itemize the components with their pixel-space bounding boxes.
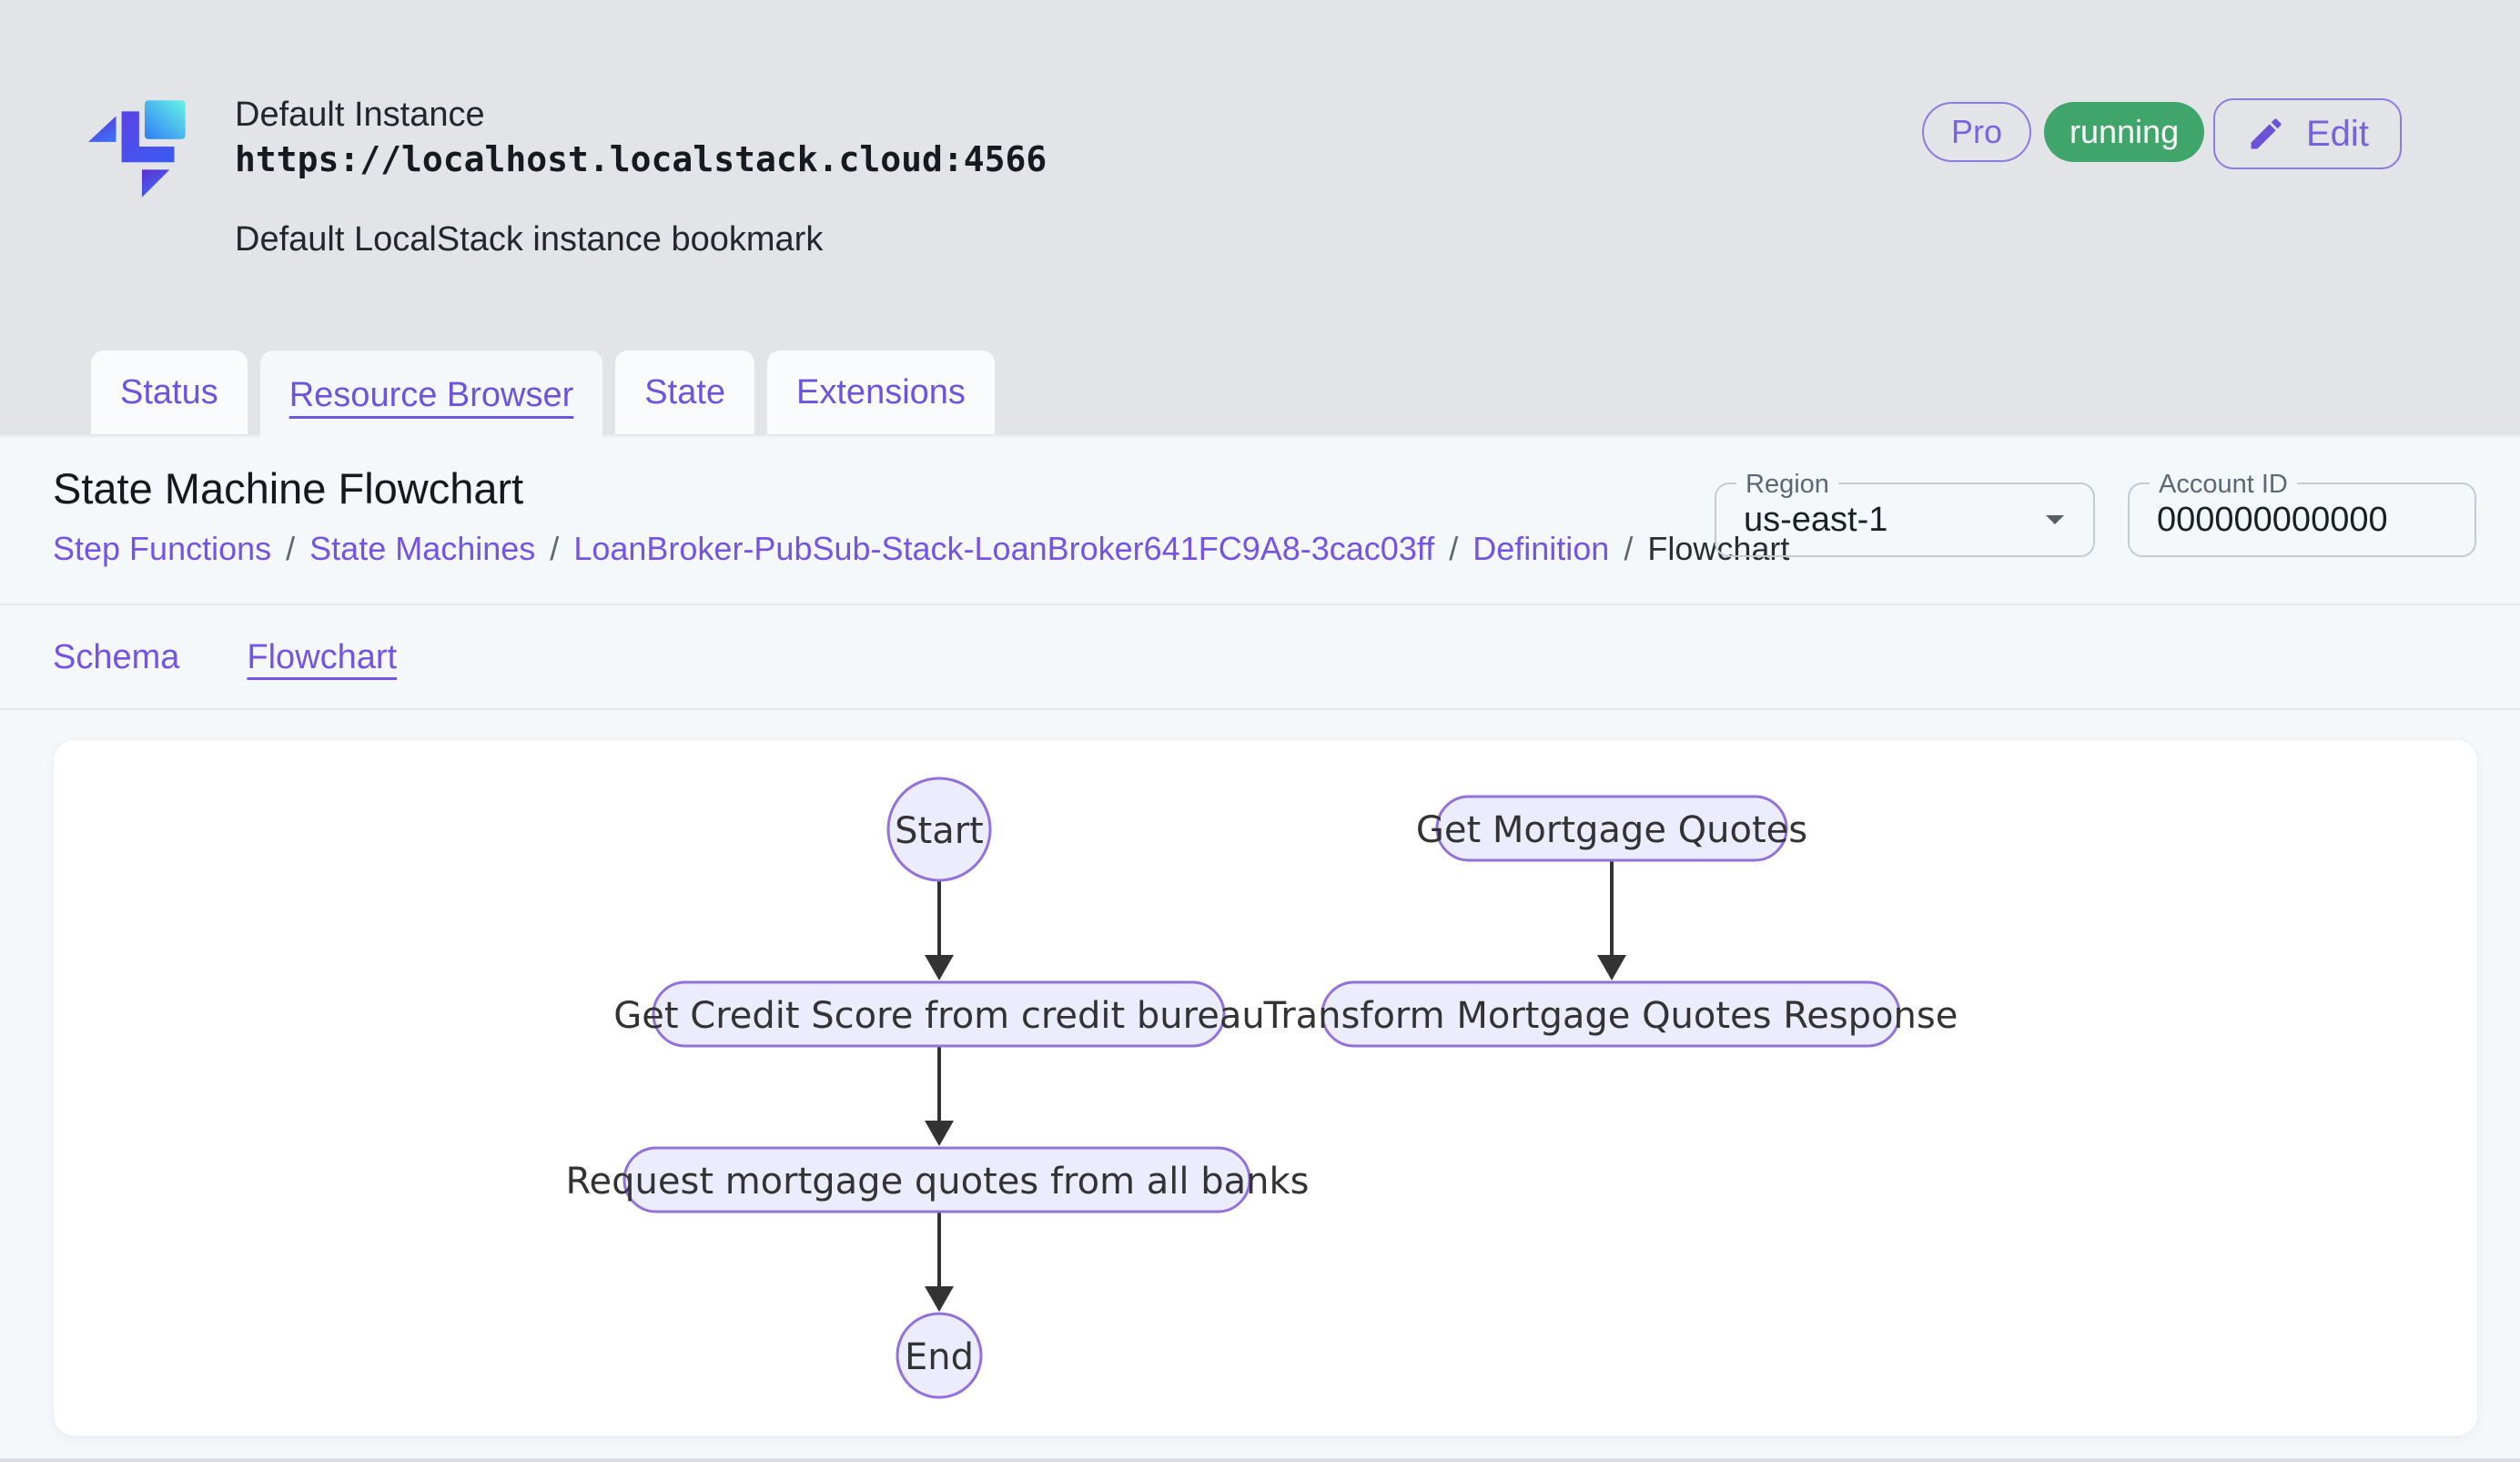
dropdown-arrow-icon bbox=[2046, 515, 2064, 524]
flow-label-end: End bbox=[905, 1336, 974, 1378]
tab-state[interactable]: State bbox=[615, 350, 755, 434]
flow-label-request-quotes: Request mortgage quotes from all banks bbox=[566, 1161, 1310, 1203]
region-select-value: us-east-1 bbox=[1744, 500, 1888, 539]
main-tabbar: Status Resource Browser State Extensions bbox=[91, 350, 995, 440]
edit-button[interactable]: Edit bbox=[2213, 98, 2402, 169]
tab-status[interactable]: Status bbox=[91, 350, 248, 434]
flow-node-get-mortgage-quotes bbox=[1435, 795, 1788, 862]
instance-title: Default Instance bbox=[235, 96, 485, 134]
tab-extensions[interactable]: Extensions bbox=[767, 350, 995, 434]
panel-header: State Machine Flowchart Step Functions /… bbox=[0, 434, 2520, 605]
breadcrumb-definition[interactable]: Definition bbox=[1473, 530, 1610, 567]
breadcrumb: Step Functions / State Machines / LoanBr… bbox=[53, 529, 1789, 569]
account-id-label: Account ID bbox=[2150, 469, 2297, 500]
state-machine-flowchart: Start Get Mortgage Quotes Get Credit Sco… bbox=[566, 777, 1958, 1399]
flow-label-start: Start bbox=[895, 810, 984, 852]
flow-node-transform-response bbox=[1321, 980, 1901, 1048]
flow-label-transform-response: Transform Mortgage Quotes Response bbox=[1263, 995, 1958, 1037]
tab-resource-browser[interactable]: Resource Browser bbox=[259, 350, 603, 440]
subtab-flowchart[interactable]: Flowchart bbox=[247, 638, 398, 676]
flow-node-get-credit-score bbox=[652, 980, 1226, 1048]
flow-node-start bbox=[886, 777, 992, 882]
pencil-icon bbox=[2251, 118, 2282, 149]
definition-subtabs: Schema Flowchart bbox=[0, 607, 2520, 710]
instance-url: https://localhost.localstack.cloud:4566 bbox=[235, 139, 1047, 179]
region-select-label: Region bbox=[1736, 469, 1838, 500]
breadcrumb-separator: / bbox=[1624, 530, 1634, 567]
instance-subtitle: Default LocalStack instance bookmark bbox=[235, 220, 824, 259]
flow-label-get-mortgage-quotes: Get Mortgage Quotes bbox=[1416, 809, 1807, 851]
breadcrumb-separator: / bbox=[286, 530, 296, 567]
resource-browser-panel: State Machine Flowchart Step Functions /… bbox=[0, 434, 2520, 1462]
account-id-field[interactable]: Account ID 000000000000 bbox=[2128, 469, 2476, 557]
breadcrumb-state-machine-name[interactable]: LoanBroker-PubSub-Stack-LoanBroker641FC9… bbox=[573, 530, 1435, 567]
bottom-divider bbox=[0, 1458, 2520, 1462]
page-title: State Machine Flowchart bbox=[53, 464, 524, 513]
account-id-value: 000000000000 bbox=[2157, 500, 2388, 539]
status-badge: running bbox=[2044, 102, 2205, 162]
breadcrumb-step-functions[interactable]: Step Functions bbox=[53, 530, 272, 567]
flow-node-request-quotes bbox=[622, 1146, 1251, 1213]
localstack-logo bbox=[88, 100, 186, 198]
region-select[interactable]: Region us-east-1 bbox=[1715, 469, 2095, 557]
breadcrumb-separator: / bbox=[1449, 530, 1459, 567]
edit-button-label: Edit bbox=[2306, 113, 2369, 154]
flow-arrowheads bbox=[925, 955, 1626, 1312]
subtab-schema[interactable]: Schema bbox=[53, 638, 180, 676]
flow-label-get-credit-score: Get Credit Score from credit bureau bbox=[613, 995, 1264, 1037]
breadcrumb-separator: / bbox=[550, 530, 560, 567]
flow-edges bbox=[937, 860, 1614, 1288]
flowchart-card: Start Get Mortgage Quotes Get Credit Sco… bbox=[53, 739, 2478, 1437]
pro-badge: Pro bbox=[1922, 102, 2032, 162]
flow-node-end bbox=[896, 1312, 983, 1399]
breadcrumb-state-machines[interactable]: State Machines bbox=[309, 530, 536, 567]
